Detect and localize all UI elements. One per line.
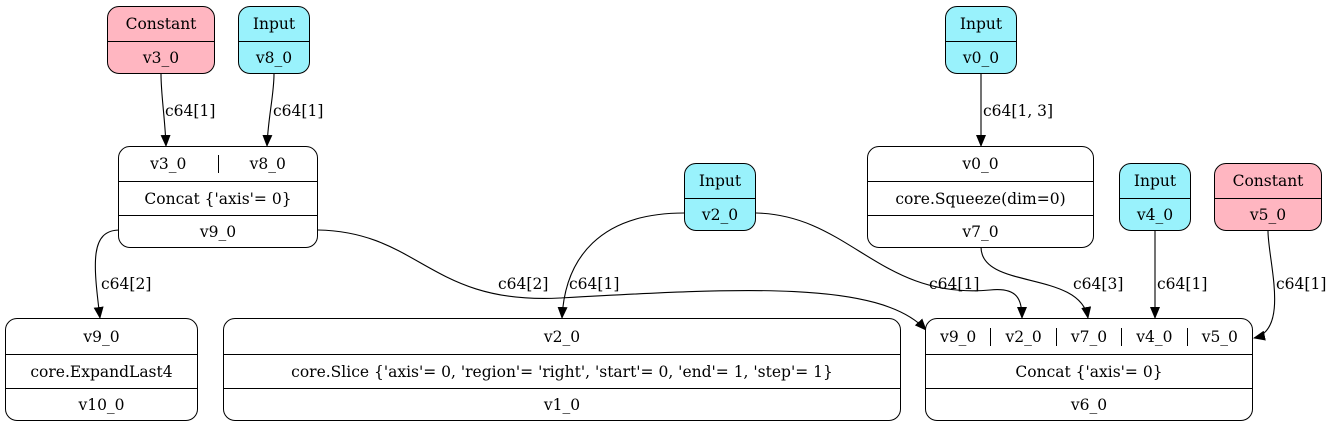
node-op: core.Squeeze(dim=0)	[868, 181, 1093, 215]
edge-v7-to-concat-v6	[980, 246, 1092, 319]
node-inputs: v3_0 v8_0	[119, 147, 317, 181]
edge-v2-to-slice	[557, 212, 685, 319]
node-op: Concat {'axis'= 0}	[119, 181, 317, 215]
edge-label-v0: c64[1, 3]	[983, 102, 1053, 120]
input-port-v8: v8_0	[217, 155, 318, 173]
input-node-v4[interactable]: Input v4_0	[1119, 163, 1191, 231]
node-name: v4_0	[1120, 198, 1190, 230]
input-port-v2: v2_0	[990, 327, 1055, 346]
node-name: v2_0	[685, 198, 755, 230]
input-port-v7: v7_0	[1055, 327, 1121, 346]
input-port-v5: v5_0	[1186, 327, 1252, 346]
node-kind: Constant	[125, 15, 197, 33]
node-inputs: v9_0	[83, 327, 120, 346]
edge-v9-to-concat-v6	[317, 229, 927, 331]
constant-node-v5[interactable]: Constant v5_0	[1214, 163, 1322, 231]
edge-label-v3: c64[1]	[165, 102, 215, 120]
edge-v3-to-concat-v9	[160, 73, 171, 147]
input-node-v8[interactable]: Input v8_0	[238, 6, 310, 74]
node-name: v8_0	[239, 41, 309, 73]
node-output: v7_0	[868, 215, 1093, 247]
expand-node-v10[interactable]: v9_0 core.ExpandLast4 v10_0	[5, 318, 198, 421]
input-node-v0[interactable]: Input v0_0	[945, 6, 1017, 74]
node-op: core.Slice {'axis'= 0, 'region'= 'right'…	[224, 354, 900, 388]
edge-v5-to-concat-v6	[1253, 230, 1276, 341]
node-inputs: v9_0 v2_0 v7_0 v4_0 v5_0	[926, 319, 1252, 354]
edge-label-v5: c64[1]	[1276, 275, 1326, 293]
constant-node-v3[interactable]: Constant v3_0	[107, 6, 215, 74]
node-output: v10_0	[6, 388, 197, 420]
node-kind: Input	[959, 15, 1003, 33]
node-op: core.ExpandLast4	[6, 354, 197, 388]
node-kind: Input	[698, 172, 742, 190]
edge-label-v7: c64[3]	[1073, 275, 1123, 293]
edge-v9-to-expand	[93, 229, 121, 319]
node-op: Concat {'axis'= 0}	[926, 354, 1252, 388]
edge-label-v4: c64[1]	[1157, 275, 1207, 293]
input-port-v4: v4_0	[1121, 327, 1186, 346]
node-kind: Input	[252, 15, 296, 33]
edge-label-v9-expand: c64[2]	[101, 275, 151, 293]
node-kind: Constant	[1232, 172, 1304, 190]
node-inputs: v0_0	[962, 155, 999, 173]
node-output: v6_0	[926, 388, 1252, 420]
edge-v2-to-concat-v6	[755, 212, 1027, 319]
edge-v8-to-concat-v9	[262, 73, 275, 147]
node-name: v0_0	[946, 41, 1016, 73]
node-kind: Input	[1133, 172, 1177, 190]
concat-node-v9[interactable]: v3_0 v8_0 Concat {'axis'= 0} v9_0	[118, 146, 318, 248]
node-name: v3_0	[108, 41, 214, 73]
input-node-v2[interactable]: Input v2_0	[684, 163, 756, 231]
squeeze-node-v7[interactable]: v0_0 core.Squeeze(dim=0) v7_0	[867, 146, 1094, 248]
input-port-v9: v9_0	[940, 327, 977, 346]
node-output: v9_0	[119, 215, 317, 247]
node-output: v1_0	[224, 388, 900, 420]
node-inputs: v2_0	[543, 327, 581, 346]
concat-node-v6[interactable]: v9_0 v2_0 v7_0 v4_0 v5_0 Concat {'axis'=…	[925, 318, 1253, 421]
input-port-v3: v3_0	[150, 155, 187, 173]
slice-node-v1[interactable]: v2_0 core.Slice {'axis'= 0, 'region'= 'r…	[223, 318, 901, 421]
node-name: v5_0	[1215, 198, 1321, 230]
edge-label-v8: c64[1]	[273, 102, 323, 120]
edge-label-v9-concat: c64[2]	[498, 275, 548, 293]
edge-label-v2-concat: c64[1]	[929, 275, 979, 293]
edge-label-v2-slice: c64[1]	[569, 275, 619, 293]
